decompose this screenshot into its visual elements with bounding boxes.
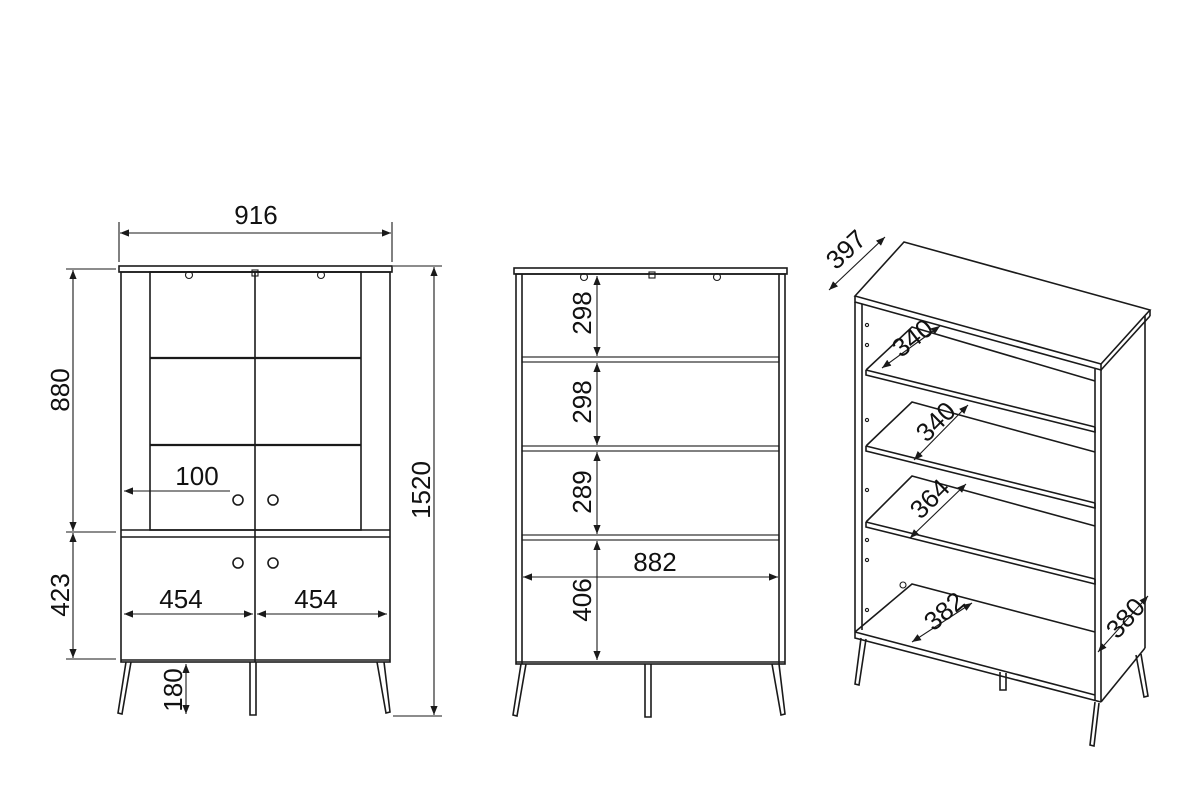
height-lower-label: 423 — [45, 573, 75, 616]
shelf-depth-1-label: 340 — [886, 313, 939, 363]
knob-icon — [267, 494, 279, 506]
lower-compartment-label: 406 — [567, 578, 597, 621]
depth-top-label: 397 — [820, 224, 872, 276]
open-view: 298 298 289 406 882 — [512, 267, 788, 718]
shelf-depth-3-label: 364 — [904, 473, 956, 525]
inner-width-label: 882 — [633, 547, 676, 577]
leg-height-label: 180 — [158, 668, 188, 711]
iso-view: 397 340 340 364 382 380 — [820, 224, 1152, 747]
knob-icon — [232, 557, 244, 569]
bottom-depth-label: 382 — [918, 586, 971, 637]
handle-offset-label: 100 — [175, 461, 218, 491]
door-left-width-label: 454 — [159, 584, 202, 614]
door-right-width-label: 454 — [294, 584, 337, 614]
height-total-label: 1520 — [406, 461, 436, 519]
shelf-1-label: 298 — [567, 291, 597, 334]
knob-icon — [267, 557, 279, 569]
width-total-label: 916 — [234, 200, 277, 230]
front-view: 916 1520 880 423 100 454 454 180 — [45, 200, 442, 717]
side-depth-label: 380 — [1100, 592, 1151, 644]
height-glass-label: 880 — [45, 368, 75, 411]
shelf-3-label: 289 — [567, 470, 597, 513]
shelf-2-label: 298 — [567, 380, 597, 423]
knob-icon — [232, 494, 244, 506]
